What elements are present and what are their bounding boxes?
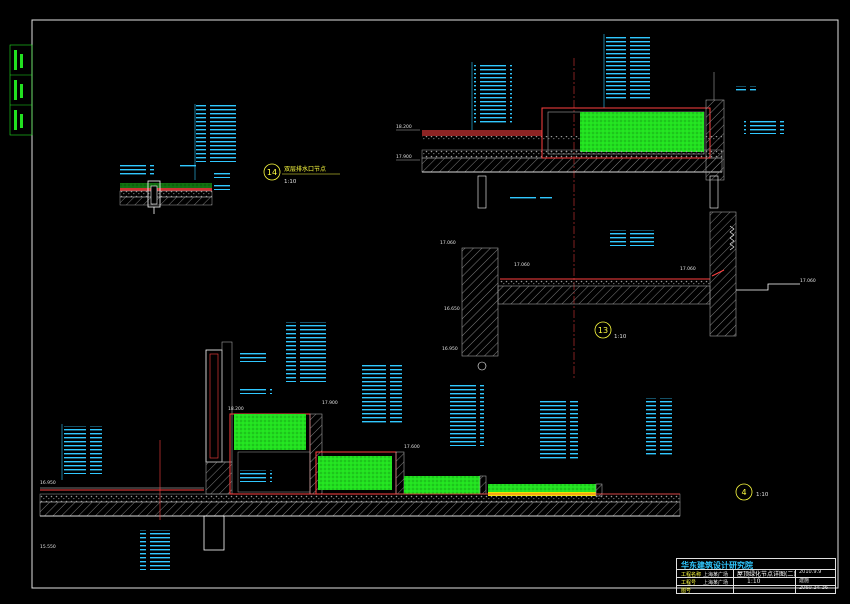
title-block-row-value: 上海某广场 <box>703 572 729 578</box>
title-block-sheet-number: 2060-34-36 <box>799 585 829 591</box>
svg-text:16.950: 16.950 <box>40 480 56 486</box>
svg-text:17.900: 17.900 <box>322 400 338 406</box>
title-block-sheet-title: 屋顶绿化节点详图(二) <box>737 571 796 578</box>
detail-13-number-circle <box>594 321 612 339</box>
title-block-row-value: 上海某广场 <box>703 580 729 586</box>
title-block: 华东建筑设计研究院 屋顶绿化节点详图(二) 1:10 工程名称 工程号 图号 上… <box>676 558 836 594</box>
planting-bed-4a <box>234 414 306 450</box>
svg-text:16.650: 16.650 <box>444 306 460 312</box>
detail-4-scale: 1:10 <box>756 492 769 498</box>
binding-strip <box>9 44 33 136</box>
detail-4-drawing: 16.950 15.550 18.200 17.900 17.600 <box>39 322 681 570</box>
svg-text:17.060: 17.060 <box>680 266 696 272</box>
title-block-row-label: 工程名称 <box>681 572 702 578</box>
detail-14-number: 14 <box>267 168 277 177</box>
planting-bed-13 <box>580 112 704 152</box>
svg-text:17.060: 17.060 <box>440 240 456 246</box>
planting-bed-4d <box>488 484 596 492</box>
detail-14-scale: 1:10 <box>284 179 297 185</box>
title-block-scale: 1:10 <box>747 578 761 585</box>
detail-14-number-circle <box>263 163 281 181</box>
detail-4-number-circle <box>735 483 753 501</box>
svg-text:17.060: 17.060 <box>800 278 816 284</box>
svg-text:18.200: 18.200 <box>396 124 412 130</box>
drawing-frame <box>31 19 839 589</box>
svg-text:15.550: 15.550 <box>40 544 56 550</box>
title-block-row-label: 图号 <box>681 588 692 594</box>
svg-text:16.950: 16.950 <box>442 346 458 352</box>
svg-text:17.900: 17.900 <box>396 154 412 160</box>
svg-text:17.060: 17.060 <box>514 262 530 268</box>
planting-bed-4b <box>318 456 392 490</box>
detail-4-number: 4 <box>741 488 746 497</box>
title-block-discipline: 建施 <box>799 578 810 584</box>
detail-13-number: 13 <box>598 326 608 335</box>
svg-text:17.600: 17.600 <box>404 444 420 450</box>
detail-14-drawing <box>119 104 236 214</box>
title-block-date: 2010.9.9 <box>799 569 822 575</box>
title-block-row-label: 工程号 <box>681 580 697 586</box>
planting-bed-4c <box>404 476 480 494</box>
detail-13-drawing: 18.200 17.900 17.060 17.060 17.060 16.65… <box>396 34 816 380</box>
title-block-organization: 华东建筑设计研究院 <box>681 561 753 570</box>
svg-text:18.200: 18.200 <box>228 406 244 412</box>
detail-14-label: 双层排水口节点 <box>284 165 326 173</box>
detail-13-scale: 1:10 <box>614 334 627 340</box>
